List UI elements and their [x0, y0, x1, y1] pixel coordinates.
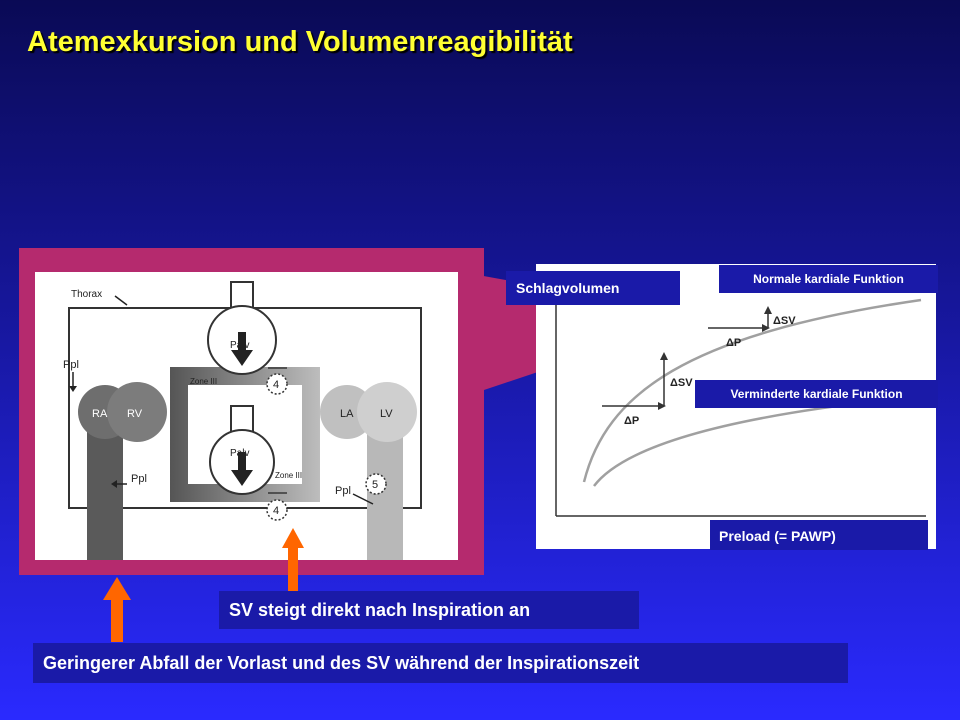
left-ventricle [357, 382, 417, 442]
delta-sv-lower: ΔSV [670, 377, 693, 389]
ra-label: RA [92, 408, 108, 420]
reduced-function-label: Verminderte kardiale Funktion [695, 380, 938, 408]
ppl-label-bottom: Ppl [131, 473, 147, 485]
ppl-label-right: Ppl [335, 485, 351, 497]
caption-sv-rise: SV steigt direkt nach Inspiration an [219, 591, 639, 629]
thorax-label: Thorax [71, 289, 102, 300]
rv-label: RV [127, 408, 143, 420]
marker-5: 5 [372, 479, 378, 491]
la-label: LA [340, 408, 354, 420]
normal-curve [582, 298, 922, 483]
zone-label-bottom: Zone III [275, 471, 302, 480]
lv-label: LV [380, 408, 393, 420]
delta-p-lower: ΔP [624, 415, 639, 427]
delta-sv-upper: ΔSV [773, 315, 796, 327]
caption-preload-drop: Geringerer Abfall der Vorlast und des SV… [33, 643, 848, 683]
x-axis-label: Preload (= PAWP) [710, 520, 928, 550]
palv-label-top: Palv [230, 340, 249, 351]
ppl-label-top: Ppl [63, 359, 79, 371]
marker-4-bottom: 4 [273, 505, 279, 517]
delta-p-upper: ΔP [726, 337, 741, 349]
zone-label-top: Zone III [190, 377, 217, 386]
reduced-curve [593, 394, 927, 487]
marker-4-top: 4 [273, 379, 279, 391]
normal-function-label: Normale kardiale Funktion [719, 265, 938, 293]
palv-label-bottom: Palv [230, 448, 249, 459]
heart-diagram: Thorax Ppl Ppl Ppl Palv Palv Zone III Zo… [35, 272, 458, 560]
slide-title: Atemexkursion und Volumenreagibilität [27, 26, 573, 58]
right-ventricle [107, 382, 167, 442]
pulmonary-circulation [170, 367, 320, 502]
y-axis-label: Schlagvolumen [506, 271, 680, 305]
